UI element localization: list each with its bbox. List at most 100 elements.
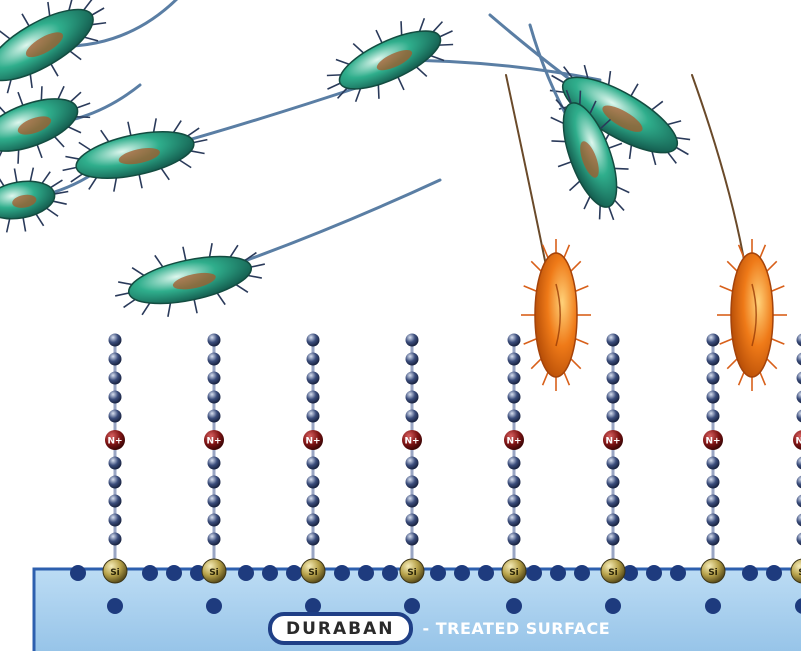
surface-bead: [574, 565, 590, 581]
chain-bead: [307, 476, 320, 489]
chain-bead: [707, 495, 720, 508]
surface-bead: [478, 565, 494, 581]
surface-bead: [142, 565, 158, 581]
charge-label: N+: [206, 437, 221, 447]
anchor-label: Si: [209, 568, 219, 578]
surface-bead: [705, 598, 721, 614]
chain-bead: [208, 495, 221, 508]
chain-bead: [707, 372, 720, 385]
chain-bead: [607, 495, 620, 508]
chain-bead: [406, 533, 419, 546]
chain-bead: [607, 457, 620, 470]
chain-bead: [208, 533, 221, 546]
chain-bead: [208, 334, 221, 347]
chain-bead: [406, 372, 419, 385]
anchor-label: Si: [308, 568, 318, 578]
charge-bead: N+: [105, 430, 125, 450]
surface-bead: [382, 565, 398, 581]
chain-bead: [797, 410, 801, 423]
charge-label: N+: [404, 437, 419, 447]
charge-bead: N+: [603, 430, 623, 450]
chain-bead: [797, 476, 801, 489]
charge-bead: N+: [793, 430, 801, 450]
chain-bead: [109, 514, 122, 527]
chain-bead: [406, 391, 419, 404]
anchor-label: Si: [509, 568, 519, 578]
surface-bead: [334, 565, 350, 581]
anchor-bead: Si: [103, 559, 127, 583]
charge-bead: N+: [703, 430, 723, 450]
chain-bead: [607, 476, 620, 489]
anchor-bead: Si: [202, 559, 226, 583]
chain-bead: [109, 476, 122, 489]
chain-bead: [797, 533, 801, 546]
charge-label: N+: [107, 437, 122, 447]
charge-bead: N+: [303, 430, 323, 450]
chain-bead: [607, 391, 620, 404]
chain-bead: [307, 391, 320, 404]
chain-bead: [406, 457, 419, 470]
chain-bead: [707, 476, 720, 489]
chain-bead: [508, 457, 521, 470]
chain-bead: [307, 533, 320, 546]
surface-bead: [286, 565, 302, 581]
chain-bead: [707, 353, 720, 366]
molecule-chain: N+ Si: [202, 334, 226, 615]
anchor-bead: Si: [301, 559, 325, 583]
surface-bead: [262, 565, 278, 581]
chain-bead: [707, 533, 720, 546]
bacteria-layer: [0, 0, 787, 391]
chain-bead: [607, 353, 620, 366]
chain-bead: [508, 372, 521, 385]
surface-caption: - TREATED SURFACE: [423, 619, 611, 638]
green-bacterium: [0, 0, 190, 113]
chain-bead: [508, 533, 521, 546]
chain-bead: [406, 353, 419, 366]
chain-bead: [109, 457, 122, 470]
molecule-chain: N+ Si: [103, 334, 127, 615]
surface-bead: [166, 565, 182, 581]
chain-bead: [707, 410, 720, 423]
surface-bead: [206, 598, 222, 614]
anchor-bead: Si: [502, 559, 526, 583]
orange-bacterium: [692, 75, 787, 391]
surface-bead: [670, 565, 686, 581]
chain-bead: [607, 410, 620, 423]
chain-bead: [109, 372, 122, 385]
chain-bead: [707, 334, 720, 347]
chain-bead: [797, 495, 801, 508]
chain-bead: [508, 353, 521, 366]
molecule-chain: N+ Si: [502, 334, 526, 615]
chain-bead: [307, 457, 320, 470]
charge-label: N+: [705, 437, 720, 447]
molecule-chain: N+Si: [791, 334, 801, 615]
chain-bead: [307, 410, 320, 423]
anchor-label: Si: [708, 568, 718, 578]
charge-bead: N+: [204, 430, 224, 450]
chain-bead: [707, 391, 720, 404]
chain-bead: [797, 334, 801, 347]
chain-bead: [607, 372, 620, 385]
chain-bead: [307, 495, 320, 508]
chain-bead: [208, 391, 221, 404]
chain-bead: [508, 495, 521, 508]
surface-bead: [70, 565, 86, 581]
chain-bead: [109, 391, 122, 404]
chain-bead: [109, 533, 122, 546]
molecule-chain: N+ Si: [701, 334, 725, 615]
chain-bead: [406, 514, 419, 527]
surface-label: DURABAN - TREATED SURFACE: [268, 608, 610, 648]
chain-bead: [508, 334, 521, 347]
surface-bead: [454, 565, 470, 581]
chain-bead: [307, 353, 320, 366]
molecule-chain: N+ Si: [301, 334, 325, 615]
chain-bead: [208, 457, 221, 470]
anchor-bead: Si: [601, 559, 625, 583]
anchor-label: Si: [608, 568, 618, 578]
surface-bead: [430, 565, 446, 581]
chain-bead: [109, 334, 122, 347]
chain-bead: [208, 410, 221, 423]
chain-bead: [208, 476, 221, 489]
charge-bead: N+: [504, 430, 524, 450]
